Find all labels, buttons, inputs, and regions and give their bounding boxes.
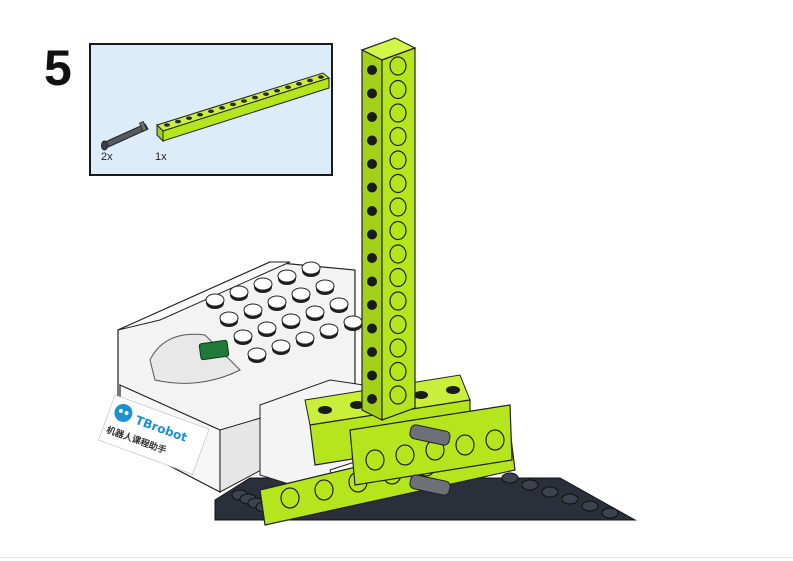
stud [243,303,263,317]
stud [233,329,253,343]
beam-hole [389,385,407,405]
stud [267,295,287,309]
beam-hole [389,338,407,358]
stud [229,285,249,299]
beam-hole [395,444,415,466]
beam-hole [197,112,203,117]
beam-hole [367,112,377,122]
beam-hole [280,487,300,509]
beam-hole [296,82,302,86]
step-number: 5 [44,40,72,96]
beam-hole [367,135,377,146]
stud [205,293,225,307]
beam-hole [365,449,385,471]
beam-hole [389,291,407,311]
vertical-technic-beam [360,37,417,421]
stud [247,347,267,361]
beam-hole [367,229,377,240]
beam-hole [389,173,407,194]
beam-quantity: 1x [155,151,167,163]
beam-hole [389,56,407,76]
beam-hole [414,391,428,399]
beam-hole [389,267,407,288]
beam-hole [367,276,377,287]
stud [281,313,301,327]
beam-hole [367,182,377,193]
stud [271,339,291,353]
beam-hole [389,150,407,170]
beam-hole [318,75,324,79]
beam-hole [389,314,407,335]
stud [561,493,579,505]
beam-hole [389,79,407,100]
beam-hole [350,401,364,409]
stud [219,311,239,325]
beam-hole [164,123,170,127]
stud [521,479,539,491]
grey-pin-lower [409,474,451,496]
beam-hole [318,406,332,414]
stud [253,277,273,291]
parts-list-panel: 2x 1x [89,43,333,176]
beam-hole [186,116,192,120]
beam-hole [367,206,377,216]
stud [295,331,315,345]
beam-hole [230,102,236,107]
beam-hole [389,126,407,147]
beam-hole [446,386,460,394]
stud [305,305,325,319]
beam-hole [367,253,377,263]
stud [257,321,277,335]
beam-hole [175,119,181,124]
beam-hole [367,347,377,357]
beam-hole [367,159,377,169]
stud [315,279,335,293]
beam-hole [274,88,280,93]
pin-icon [101,121,149,151]
beam-hole [367,65,377,75]
stud [601,507,619,519]
beam-hole [208,109,214,114]
beam-hole [389,244,407,264]
page-divider [0,557,793,558]
beam-hole [485,429,505,451]
beam-hole [367,370,377,381]
stud [541,486,559,498]
stud [343,315,363,329]
beam-hole [285,85,291,90]
hub-status-light [198,339,230,361]
grey-pin-upper [409,424,451,446]
stud [291,287,311,301]
beam-hole [389,103,407,123]
beam-hole [367,394,377,404]
beam-hole [455,434,475,456]
beam-hole [241,99,247,103]
beam-hole [219,106,225,110]
beam-hole [314,479,334,501]
robot-head-icon [114,403,133,422]
stud [501,472,519,484]
pin-quantity: 2x [101,151,113,163]
beam-hole [367,300,377,310]
stud [329,297,349,311]
beam-hole [389,361,407,382]
beam-hole [367,88,377,99]
technic-beam-icon [156,72,331,143]
stud [301,261,321,275]
beam-hole [263,92,269,96]
beam-hole [252,95,258,100]
beam-hole [307,78,313,83]
beam-hole [367,323,377,334]
stud [277,269,297,283]
beam-hole [389,220,407,241]
stud [581,500,599,512]
beam-hole [389,197,407,217]
stud [319,323,339,337]
